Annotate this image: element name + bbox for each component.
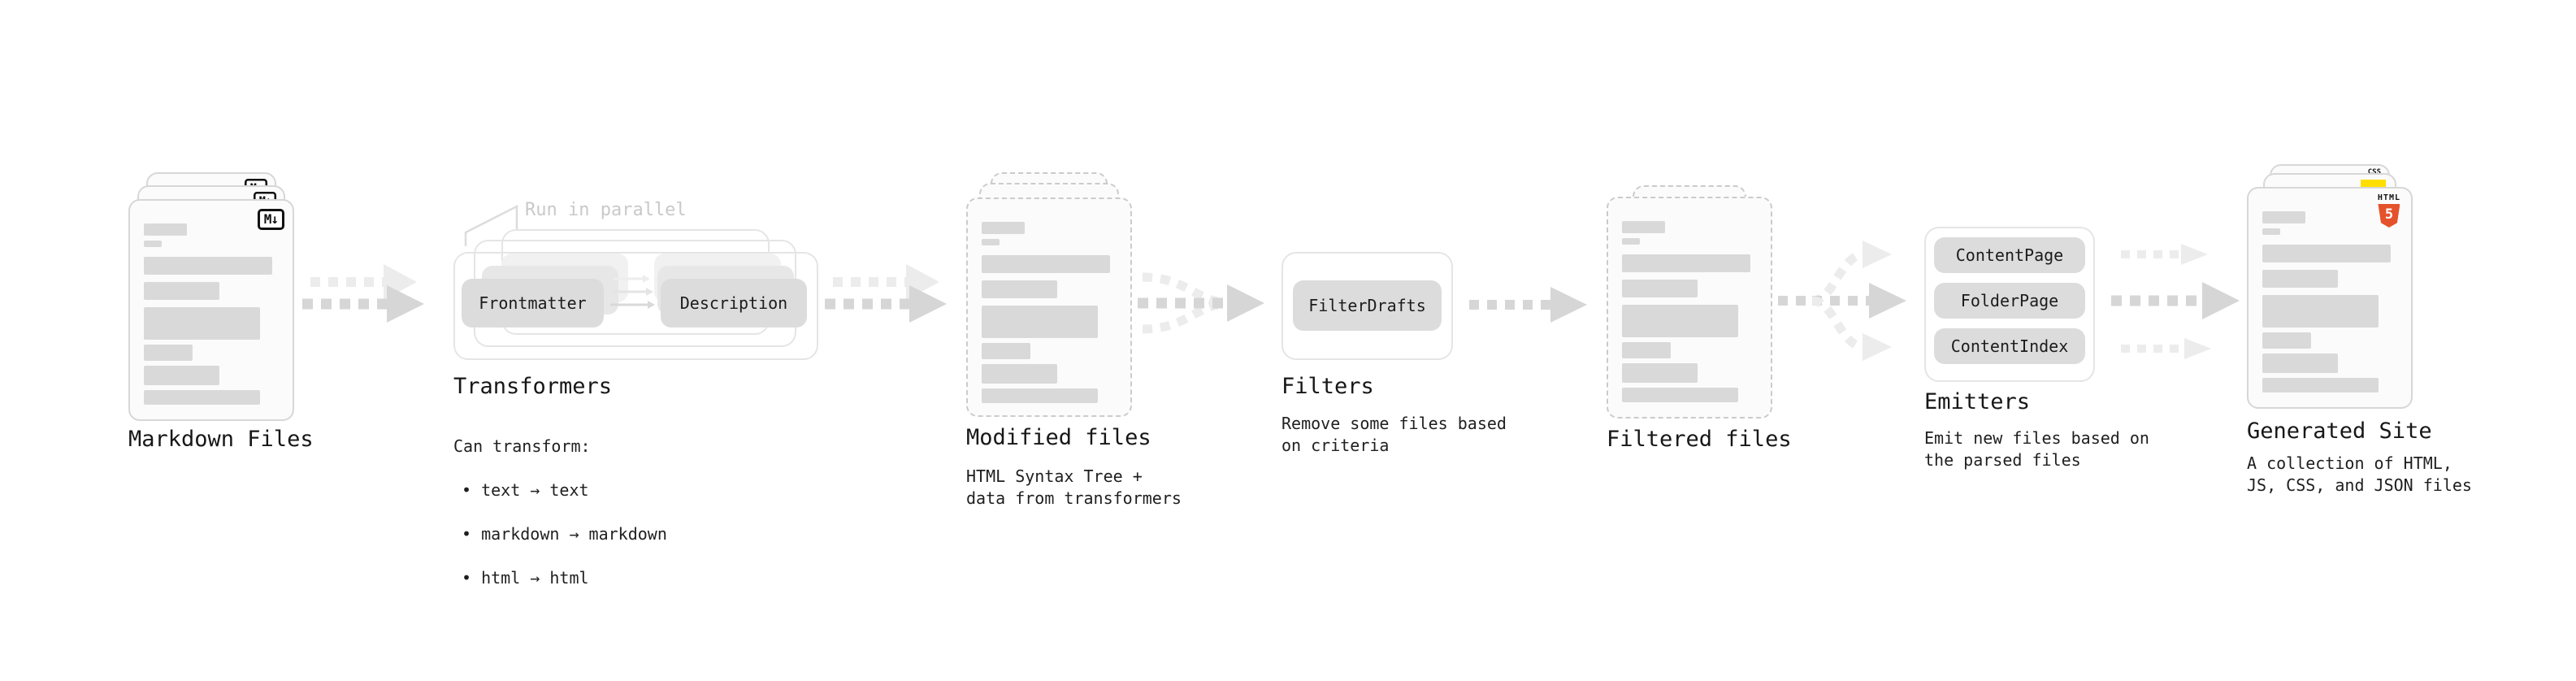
caption-bullet: • markdown → markdown xyxy=(462,524,667,544)
placeholder-bar xyxy=(982,222,1026,234)
modified-files-caption: HTML Syntax Tree + data from transformer… xyxy=(966,466,1182,508)
flow-arrow-markdown-to-transformers xyxy=(302,264,424,323)
css-badge-text: CSS xyxy=(2367,168,2381,176)
markdown-files-stack: M↓ M↓ M↓ xyxy=(128,172,294,421)
placeholder-bar xyxy=(982,364,1057,384)
placeholder-bar xyxy=(144,257,272,275)
transformer-layer-box xyxy=(453,252,818,360)
caption-bullet: • text → text xyxy=(462,480,589,500)
placeholder-bar xyxy=(1622,305,1738,337)
placeholder-bar xyxy=(1622,238,1640,245)
transformers-caption: Can transform: • text → text • markdown … xyxy=(453,414,667,611)
placeholder-bar xyxy=(2262,228,2280,235)
flow-arrow-filters-to-filtered xyxy=(1469,287,1587,323)
placeholder-bar xyxy=(2262,295,2379,327)
placeholder-bar xyxy=(2262,211,2306,223)
emitter-node-folderpage: FolderPage xyxy=(1934,283,2085,319)
markdown-files-label: Markdown Files xyxy=(128,427,314,452)
placeholder-bar xyxy=(2262,245,2391,262)
text-placeholder-bars xyxy=(1622,221,1757,402)
transformers-label: Transformers xyxy=(453,374,613,399)
flow-arrow-transformers-to-modified xyxy=(825,264,947,323)
caption-heading: Can transform: xyxy=(453,436,591,456)
document-card: HTML 5 xyxy=(2247,187,2413,409)
markdown-icon: M↓ xyxy=(257,209,284,230)
placeholder-bar xyxy=(144,390,260,405)
generated-site-caption: A collection of HTML, JS, CSS, and JSON … xyxy=(2247,453,2472,495)
filtered-files-label: Filtered files xyxy=(1607,427,1792,452)
placeholder-bar xyxy=(2262,354,2338,373)
placeholder-bar xyxy=(1622,342,1671,358)
placeholder-bar xyxy=(144,307,260,340)
placeholder-bar xyxy=(1622,280,1698,297)
flow-arrow-filtered-to-emitters xyxy=(1778,241,1906,361)
placeholder-bar xyxy=(1622,388,1738,402)
placeholder-bar xyxy=(982,306,1098,338)
document-card xyxy=(1607,197,1772,419)
placeholder-bar xyxy=(982,255,1110,273)
emitters-label: Emitters xyxy=(1924,389,2031,414)
modified-files-label: Modified files xyxy=(966,425,1151,450)
placeholder-bar xyxy=(982,239,1000,245)
caption-bullet: • html → html xyxy=(462,568,589,588)
placeholder-bar xyxy=(982,343,1030,359)
emitter-node-contentindex: ContentIndex xyxy=(1934,328,2085,364)
placeholder-bar xyxy=(2262,332,2311,349)
placeholder-bar xyxy=(144,223,188,236)
filters-caption: Remove some files based on criteria xyxy=(1281,414,1507,455)
flow-arrow-modified-to-filters xyxy=(1138,272,1264,334)
generated-site-label: Generated Site xyxy=(2247,419,2432,444)
text-placeholder-bars xyxy=(2262,211,2397,393)
placeholder-bar xyxy=(144,366,219,385)
html5-logo-icon: HTML 5 xyxy=(2378,194,2400,228)
document-card: M↓ xyxy=(128,199,294,421)
filters-label: Filters xyxy=(1281,374,1374,399)
placeholder-bar xyxy=(2262,378,2379,393)
placeholder-bar xyxy=(982,280,1057,298)
emitter-node-contentpage: ContentPage xyxy=(1934,237,2085,273)
emitters-box xyxy=(1924,227,2095,382)
transformers-group: Frontmatter Description Run in parallel xyxy=(453,195,821,362)
transformer-node-description: Description xyxy=(661,279,807,327)
placeholder-bar xyxy=(2262,270,2338,288)
generated-site-stack: CSS HTML 5 xyxy=(2247,164,2413,409)
placeholder-bar xyxy=(982,388,1098,403)
placeholder-bar xyxy=(144,345,193,361)
annotation-leader-line xyxy=(464,204,518,246)
text-placeholder-bars xyxy=(144,223,279,405)
modified-files-stack xyxy=(966,172,1132,417)
flow-arrow-emitters-to-generated xyxy=(2111,244,2240,359)
transformer-node-frontmatter: Frontmatter xyxy=(462,279,604,327)
placeholder-bar xyxy=(144,241,162,247)
placeholder-bar xyxy=(1622,221,1666,233)
emitters-caption: Emit new files based on the parsed files xyxy=(1924,428,2149,470)
filter-node-filterdrafts: FilterDrafts xyxy=(1293,280,1442,331)
filters-box xyxy=(1281,252,1453,360)
document-card xyxy=(966,197,1132,417)
run-in-parallel-annotation: Run in parallel xyxy=(525,200,687,220)
filtered-files-stack xyxy=(1607,185,1772,419)
html5-logo-text: HTML xyxy=(2377,193,2400,202)
transformer-parallel-arrows xyxy=(610,275,655,309)
placeholder-bar xyxy=(1622,363,1698,383)
placeholder-bar xyxy=(144,282,219,300)
text-placeholder-bars xyxy=(982,222,1117,403)
placeholder-bar xyxy=(1622,254,1750,272)
